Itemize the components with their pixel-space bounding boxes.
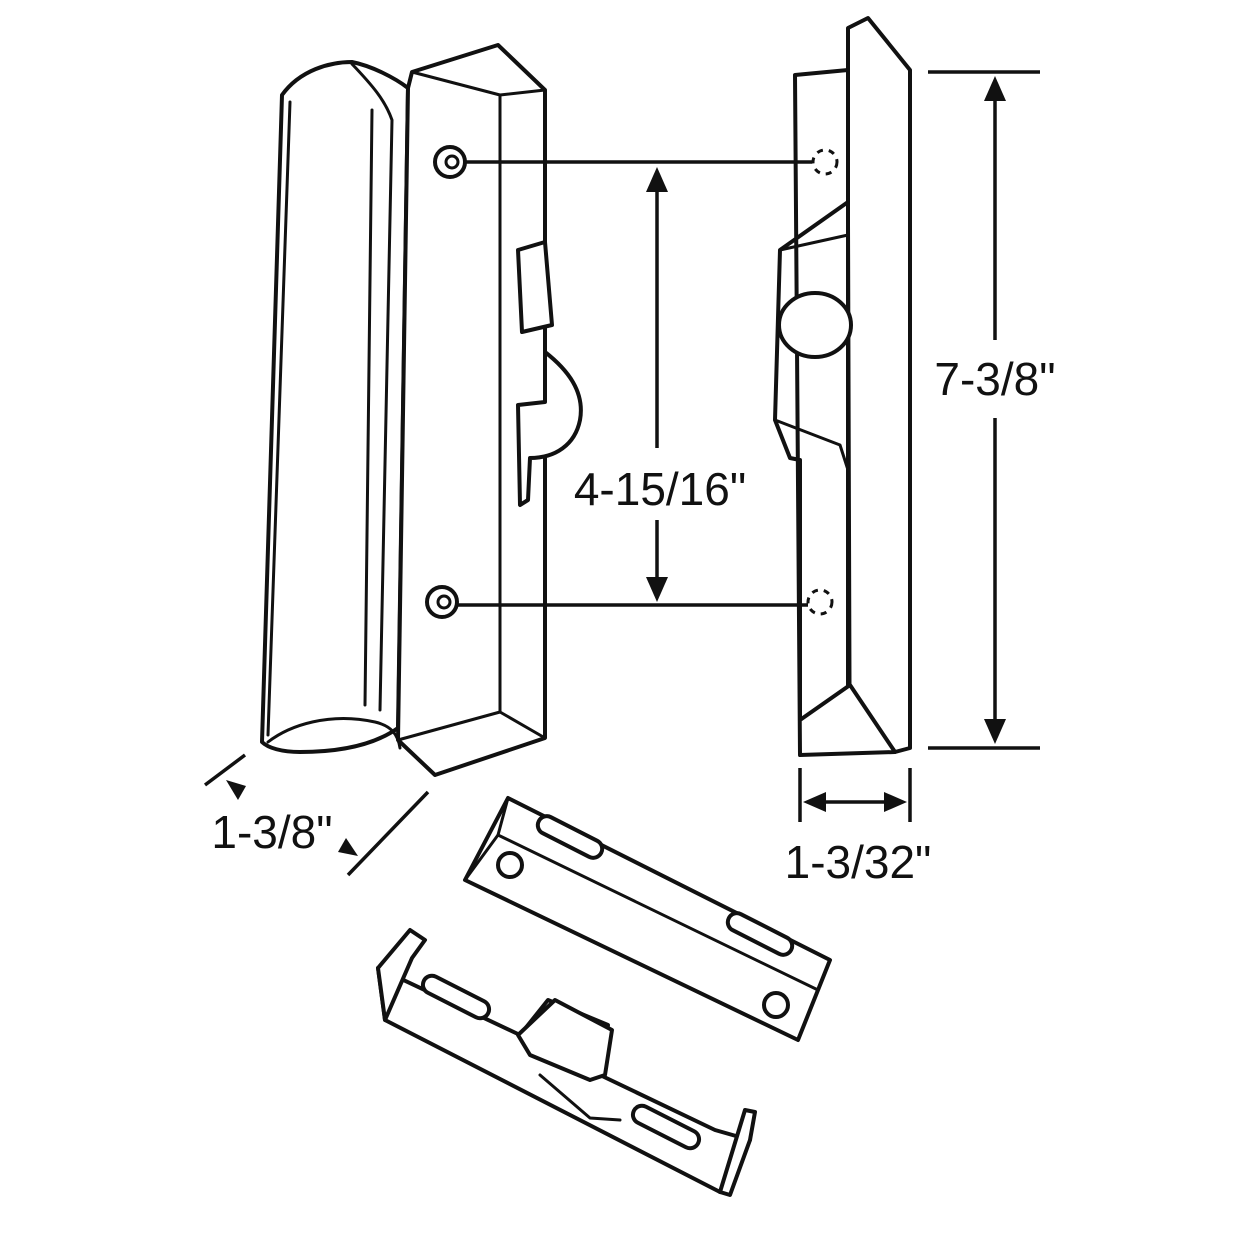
pull-lower-hole-hidden [806,588,834,616]
handle-depth-arrow-top [226,780,246,800]
handle-depth-label: 1-3/8" [211,806,332,858]
upper-mounting-hole [433,145,467,179]
flat-plate-slot-2 [725,911,795,957]
keeper-strike-plate [376,928,757,1197]
hole-spacing-arrow-bottom [646,577,668,602]
grip-bottom-curl [266,717,402,750]
flat-plate-hole-1 [496,851,524,879]
handle-depth-ext-top [203,753,247,787]
lower-hole-inner [436,594,452,610]
overall-height-arrow-top [984,76,1006,101]
hook-latch [516,350,583,507]
pull-thumb-turn [777,291,853,359]
keeper-right-flange [718,1108,757,1197]
flat-plate-hole-2 [762,991,790,1019]
hole-spacing-arrow-top [646,167,668,192]
handle-depth-dimension: 1-3/8" [203,753,430,877]
hole-spacing-dimension: 4-15/16" [574,167,746,602]
pull-width-label: 1-3/32" [785,836,932,888]
body-top-face [410,43,547,97]
pull-upper-hole-hidden [811,148,839,176]
keeper-catch-block [516,998,614,1082]
pull-lower-bevel [773,418,850,472]
flat-plate-face [463,796,832,1042]
upper-hole-inner [444,154,460,170]
overall-height-label: 7-3/8" [934,353,1055,405]
grip-inner-contour [266,100,292,737]
overall-height-arrow-bottom [984,719,1006,744]
keeper-ramp [538,1073,622,1122]
inside-pull [773,16,912,757]
flat-strike-plate [463,796,832,1042]
outside-handle [260,43,583,777]
grip-ridge [350,62,394,712]
pull-front-edge [846,68,852,687]
flat-plate-slot-1 [535,814,605,860]
flat-plate-lip-edge [496,833,832,992]
handle-depth-ext-bottom [346,790,430,877]
keeper-left-flange [376,928,427,1022]
lock-tab [516,240,554,334]
keeper-slot-2 [630,1103,702,1151]
pull-width-arrow-right [884,792,907,812]
pull-width-dimension: 1-3/32" [785,768,932,888]
lower-mounting-hole [425,585,459,619]
keeper-slot-1 [420,973,492,1021]
pull-angled-face [778,233,850,252]
keeper-plate-base [376,966,752,1194]
body-bottom-face [396,710,547,777]
handle-depth-arrow-bottom [338,838,358,856]
overall-height-dimension: 7-3/8" [928,70,1056,750]
hole-spacing-label: 4-15/16" [574,463,746,515]
grip-ridge-2 [363,108,374,707]
pull-back-plate [846,16,912,754]
pull-width-arrow-left [803,792,826,812]
